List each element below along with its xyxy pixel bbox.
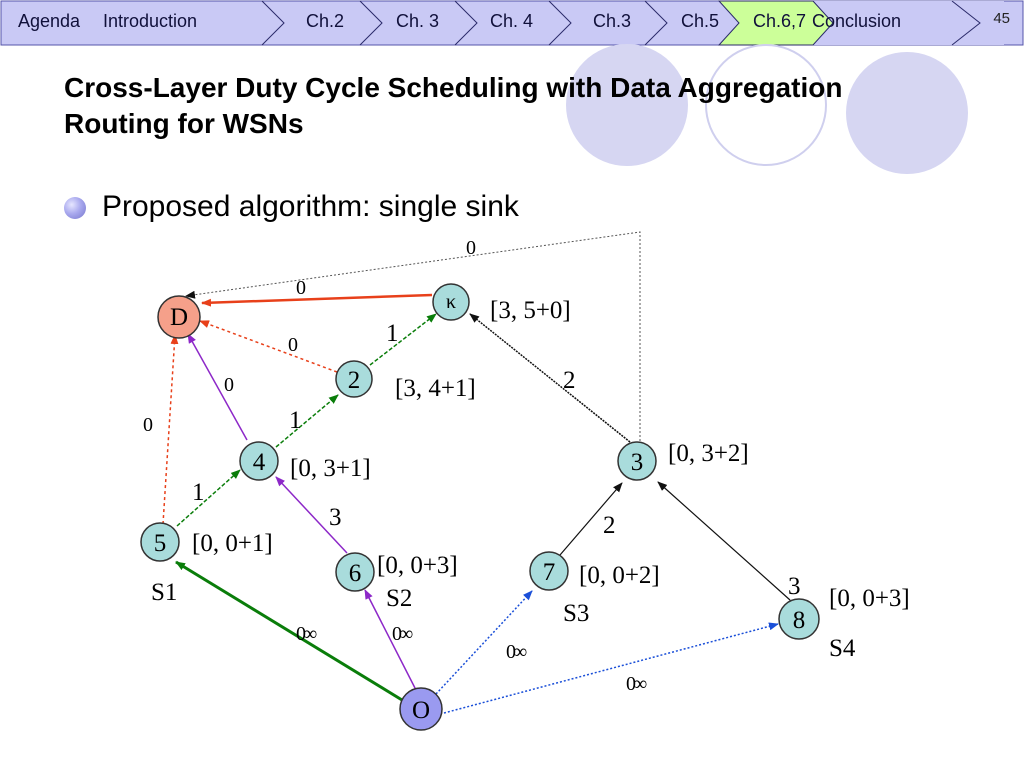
edge-3-to-k — [469, 313, 631, 443]
node-7-label: 7 — [543, 559, 556, 586]
source-s4: S4 — [829, 635, 856, 662]
node-6-label: 6 — [349, 560, 362, 587]
interval-2: [3, 4+1] — [395, 375, 476, 402]
interval-kappa: [3, 5+0] — [490, 297, 571, 324]
node-5 — [140, 522, 180, 562]
interval-8: [0, 0+3] — [829, 585, 910, 612]
edge-k-to-d — [201, 293, 433, 307]
edge-o-to-7 — [435, 590, 533, 695]
navigation-chevrons — [0, 0, 1024, 46]
edge-4-to-2 — [275, 394, 339, 448]
node-kappa-label: κ — [446, 291, 456, 313]
nav-item-conclusion[interactable]: Conclusion — [812, 11, 902, 31]
node-origin-label: O — [412, 697, 430, 724]
node-4-label: 4 — [253, 449, 266, 476]
node-kappa — [432, 283, 470, 321]
node-4 — [239, 441, 279, 481]
nav-item-agenda[interactable]: Agenda — [18, 11, 81, 31]
slide-title: Cross-Layer Duty Cycle Scheduling with D… — [64, 72, 843, 139]
edge-label-o-6: 0 — [392, 623, 402, 645]
nav-item-ch4[interactable]: Ch. 4 — [490, 11, 534, 31]
edge-label-k-d: 0 — [296, 277, 306, 299]
edge-2-to-d — [199, 320, 338, 373]
edge-5-to-4 — [176, 469, 241, 527]
edge-label-2-d: 0 — [288, 334, 298, 356]
node-d-label: D — [170, 304, 188, 331]
edge-6-to-4 — [275, 476, 348, 554]
source-s3: S3 — [563, 600, 589, 627]
edge-7-to-3 — [559, 482, 623, 556]
nav-active-chevron — [717, 0, 834, 46]
edge-label-2-k: 1 — [386, 320, 399, 347]
nav-item-ch3-second[interactable]: Ch.3 — [593, 11, 632, 31]
nav-item-ch5[interactable]: Ch.5 — [681, 11, 720, 31]
node-origin — [399, 687, 443, 731]
edge-4-to-d — [187, 333, 248, 441]
interval-7: [0, 0+2] — [579, 562, 660, 589]
node-8-label: 8 — [793, 607, 806, 634]
node-2 — [335, 360, 373, 398]
decor-circle-2 — [705, 44, 827, 166]
edge-o-to-8 — [443, 622, 779, 714]
edge-label-o-8: 0 — [626, 673, 636, 695]
page-number: 45 — [993, 10, 1010, 27]
decor-circle-1 — [566, 44, 688, 166]
edge-label-o-5-inf: ∞ — [303, 623, 317, 645]
edge-label-top: 0 — [466, 237, 476, 259]
interval-3: [0, 3+2] — [668, 440, 749, 467]
edge-5-to-d — [162, 334, 179, 525]
navigation-bar: Agenda Introduction Ch.2 Ch. 3 Ch. 4 Ch.… — [0, 0, 1024, 46]
edge-label-o-8-inf: ∞ — [633, 673, 647, 695]
edge-label-o-5: 0 — [296, 623, 306, 645]
edge-label-5-d: 0 — [143, 414, 153, 436]
edge-label-4-d: 0 — [224, 374, 234, 396]
node-8 — [778, 598, 820, 640]
nav-item-ch3[interactable]: Ch. 3 — [396, 11, 440, 31]
edge-label-4-2: 1 — [289, 407, 302, 434]
edge-label-o-7: 0 — [506, 641, 516, 663]
node-3 — [617, 441, 657, 481]
edge-label-6-4: 3 — [329, 504, 342, 531]
node-6 — [335, 552, 375, 592]
edge-label-o-6-inf: ∞ — [399, 623, 413, 645]
interval-6: [0, 0+3] — [377, 552, 458, 579]
bullet-text: Proposed algorithm: single sink — [102, 190, 519, 223]
source-s1: S1 — [151, 579, 177, 606]
edge-3-to-d-top — [185, 231, 641, 445]
nav-item-ch6-7[interactable]: Ch.6,7 — [753, 11, 807, 31]
source-s2: S2 — [386, 585, 412, 612]
node-7 — [529, 551, 569, 591]
edge-label-3-k: 2 — [563, 367, 576, 394]
nav-item-ch2[interactable]: Ch.2 — [306, 11, 345, 31]
edge-2-to-k — [369, 313, 437, 366]
interval-5: [0, 0+1] — [192, 530, 273, 557]
node-3-label: 3 — [631, 449, 644, 476]
edge-label-8-3: 3 — [788, 573, 801, 600]
interval-4: [0, 3+1] — [290, 455, 371, 482]
edge-label-7-3: 2 — [603, 512, 616, 539]
node-2-label: 2 — [348, 367, 361, 394]
bullet-icon — [64, 197, 86, 219]
nav-item-introduction[interactable]: Introduction — [103, 11, 198, 31]
edge-o-to-5 — [175, 560, 403, 702]
edge-o-to-6 — [364, 589, 417, 691]
node-5-label: 5 — [154, 530, 167, 557]
edge-8-to-3 — [657, 481, 791, 601]
edge-label-o-7-inf: ∞ — [513, 641, 527, 663]
edge-label-5-4: 1 — [192, 479, 205, 506]
decor-circle-3 — [846, 52, 968, 174]
node-d — [157, 295, 201, 339]
